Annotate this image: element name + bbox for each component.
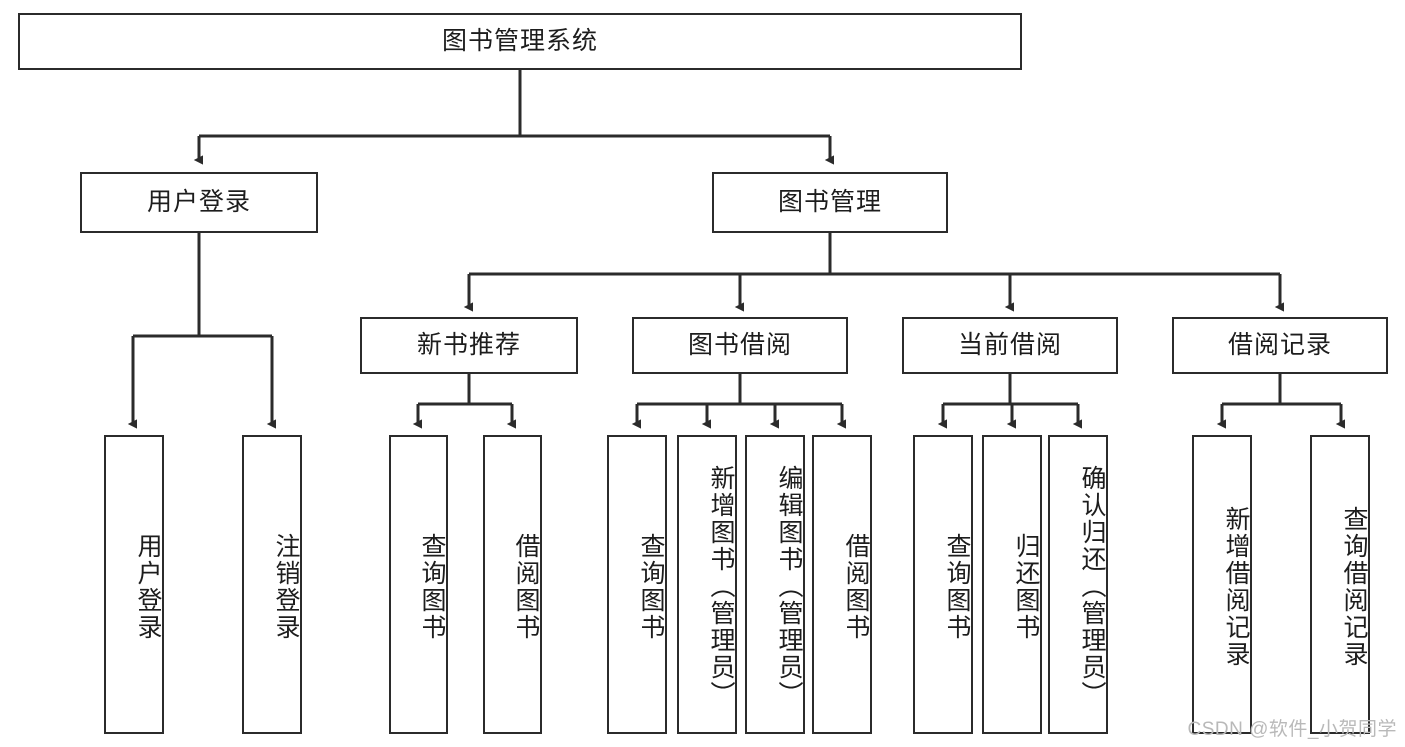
leaf-add-book-label: 新增图书（管理员）	[707, 465, 735, 708]
leaf-query-record-label: 查询借阅记录	[1340, 505, 1368, 668]
leaf-logout[interactable]: 注销登录	[242, 435, 302, 734]
leaf-add-record-label: 新增借阅记录	[1222, 505, 1250, 668]
node-borrow-record[interactable]: 借阅记录	[1172, 317, 1388, 374]
node-root-system-label: 图书管理系统	[441, 26, 598, 55]
leaf-query-record[interactable]: 查询借阅记录	[1310, 435, 1370, 734]
node-book-management[interactable]: 图书管理	[712, 172, 948, 233]
leaf-borrow-book-2-label: 借阅图书	[842, 532, 870, 641]
node-new-book-recommend[interactable]: 新书推荐	[360, 317, 578, 374]
watermark-csdn: CSDN @软件_小贺同学	[1187, 719, 1397, 740]
leaf-query-book-2[interactable]: 查询图书	[607, 435, 667, 734]
leaf-user-login[interactable]: 用户登录	[104, 435, 164, 734]
node-new-book-recommend-label: 新书推荐	[416, 330, 521, 359]
leaf-return-book-label: 归还图书	[1012, 532, 1040, 641]
leaf-logout-label: 注销登录	[272, 532, 300, 641]
leaf-query-book-3-label: 查询图书	[943, 532, 971, 641]
node-root-system[interactable]: 图书管理系统	[18, 13, 1022, 70]
leaf-add-record[interactable]: 新增借阅记录	[1192, 435, 1252, 734]
leaf-edit-book-label: 编辑图书（管理员）	[775, 465, 803, 708]
node-book-borrow-label: 图书借阅	[687, 330, 792, 359]
leaf-query-book-1-label: 查询图书	[418, 532, 446, 641]
leaf-borrow-book-1-label: 借阅图书	[512, 532, 540, 641]
leaf-borrow-book-1[interactable]: 借阅图书	[483, 435, 542, 734]
leaf-user-login-label: 用户登录	[134, 532, 162, 641]
leaf-query-book-2-label: 查询图书	[637, 532, 665, 641]
node-book-borrow[interactable]: 图书借阅	[632, 317, 848, 374]
node-current-borrow[interactable]: 当前借阅	[902, 317, 1118, 374]
node-book-management-label: 图书管理	[777, 187, 882, 216]
leaf-borrow-book-2[interactable]: 借阅图书	[812, 435, 872, 734]
node-user-login-label: 用户登录	[146, 187, 251, 216]
leaf-edit-book[interactable]: 编辑图书（管理员）	[745, 435, 805, 734]
node-borrow-record-label: 借阅记录	[1227, 330, 1332, 359]
leaf-add-book[interactable]: 新增图书（管理员）	[677, 435, 737, 734]
node-user-login[interactable]: 用户登录	[80, 172, 318, 233]
leaf-confirm-return[interactable]: 确认归还（管理员）	[1048, 435, 1108, 734]
leaf-query-book-1[interactable]: 查询图书	[389, 435, 448, 734]
leaf-confirm-return-label: 确认归还（管理员）	[1078, 465, 1106, 708]
leaf-return-book[interactable]: 归还图书	[982, 435, 1042, 734]
node-current-borrow-label: 当前借阅	[957, 330, 1062, 359]
leaf-query-book-3[interactable]: 查询图书	[913, 435, 973, 734]
